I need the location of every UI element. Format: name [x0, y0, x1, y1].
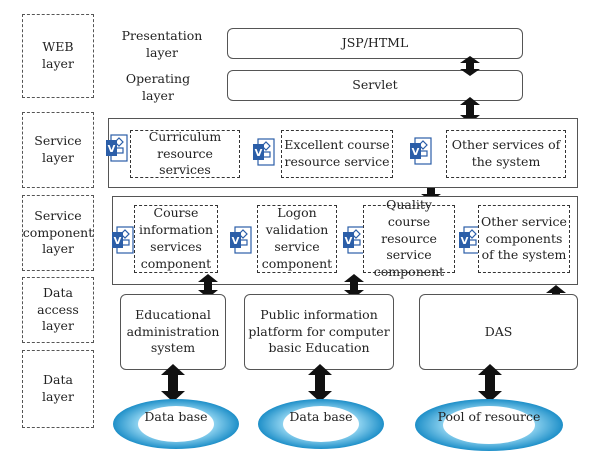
service-excellent-course-text: Excellent course resource service: [284, 137, 390, 169]
component-logon-text: Logon validation service component: [261, 205, 333, 271]
svg-text:V: V: [412, 147, 420, 158]
component-course-info-box: Course information services component: [134, 205, 218, 273]
database-icon: [113, 399, 239, 449]
service-layer-label: Service layer: [22, 112, 94, 188]
svg-text:V: V: [255, 148, 263, 159]
service-component-layer-label: Service component layer: [22, 195, 94, 271]
visio-icon: V: [343, 226, 365, 254]
edu-admin-system-text: Educational administration system: [126, 306, 220, 356]
component-quality-course-box: Quality course resource service componen…: [363, 197, 455, 279]
resource-pool-text: Pool of resource: [437, 409, 541, 424]
data-access-layer-text: Data access layer: [37, 284, 79, 334]
arrow-component-public: [344, 274, 364, 298]
jsp-html-box: JSP/HTML: [227, 28, 523, 59]
service-component-layer-text: Service component layer: [22, 207, 94, 257]
database-2: Data base: [257, 398, 385, 450]
component-other-box: Other service components of the system: [478, 205, 570, 273]
component-course-info-text: Course information services component: [138, 205, 214, 271]
database-1-text: Data base: [144, 409, 208, 424]
svg-text:V: V: [461, 236, 469, 247]
component-logon-box: Logon validation service component: [257, 205, 337, 273]
arrow-servlet-service: [460, 97, 480, 123]
visio-icon: V: [230, 226, 252, 254]
public-info-platform-text: Public information platform for computer…: [248, 306, 390, 356]
servlet-text: Servlet: [352, 77, 398, 93]
database-2-text: Data base: [289, 409, 353, 424]
servlet-box: Servlet: [227, 70, 523, 101]
resource-pool: Pool of resource: [414, 398, 564, 452]
service-curriculum-text: Curriculum resource services: [148, 128, 222, 178]
edu-admin-system-box: Educational administration system: [120, 294, 226, 370]
jsp-html-text: JSP/HTML: [341, 35, 409, 51]
visio-icon: V: [253, 138, 275, 166]
data-layer-text: Data layer: [42, 372, 74, 404]
database-icon: [258, 399, 384, 449]
svg-text:V: V: [114, 236, 122, 247]
service-layer-text: Service layer: [34, 133, 82, 165]
service-other-text: Other services of the system: [451, 137, 561, 169]
arrow-component-edu: [198, 274, 218, 298]
visio-icon: V: [410, 137, 432, 165]
web-layer-text: WEB layer: [42, 39, 74, 71]
component-other-text: Other service components of the system: [481, 213, 567, 263]
presentation-layer-label: Presentation layer: [121, 28, 203, 60]
arrow-edu-db: [161, 364, 185, 402]
service-other-box: Other services of the system: [446, 130, 566, 178]
arrow-jsp-servlet: [460, 56, 480, 76]
operating-layer-label: Operating layer: [125, 71, 191, 103]
svg-text:V: V: [108, 144, 116, 155]
svg-text:V: V: [232, 236, 240, 247]
visio-icon: V: [106, 134, 128, 162]
database-1: Data base: [112, 398, 240, 450]
service-curriculum-box: Curriculum resource services: [130, 128, 240, 178]
das-box: DAS: [419, 294, 578, 370]
component-quality-course-text: Quality course resource service componen…: [373, 196, 445, 280]
database-icon: [415, 399, 563, 451]
arrow-public-db: [308, 364, 332, 402]
data-access-layer-label: Data access layer: [22, 277, 94, 343]
data-layer-label: Data layer: [22, 350, 94, 428]
das-text: DAS: [484, 323, 513, 339]
public-info-platform-box: Public information platform for computer…: [244, 294, 394, 370]
visio-icon: V: [112, 226, 134, 254]
svg-text:V: V: [345, 236, 353, 247]
service-excellent-course-box: Excellent course resource service: [281, 130, 393, 178]
visio-icon: V: [459, 226, 481, 254]
arrow-das-pool: [478, 364, 502, 402]
web-layer-label: WEB layer: [22, 14, 94, 98]
